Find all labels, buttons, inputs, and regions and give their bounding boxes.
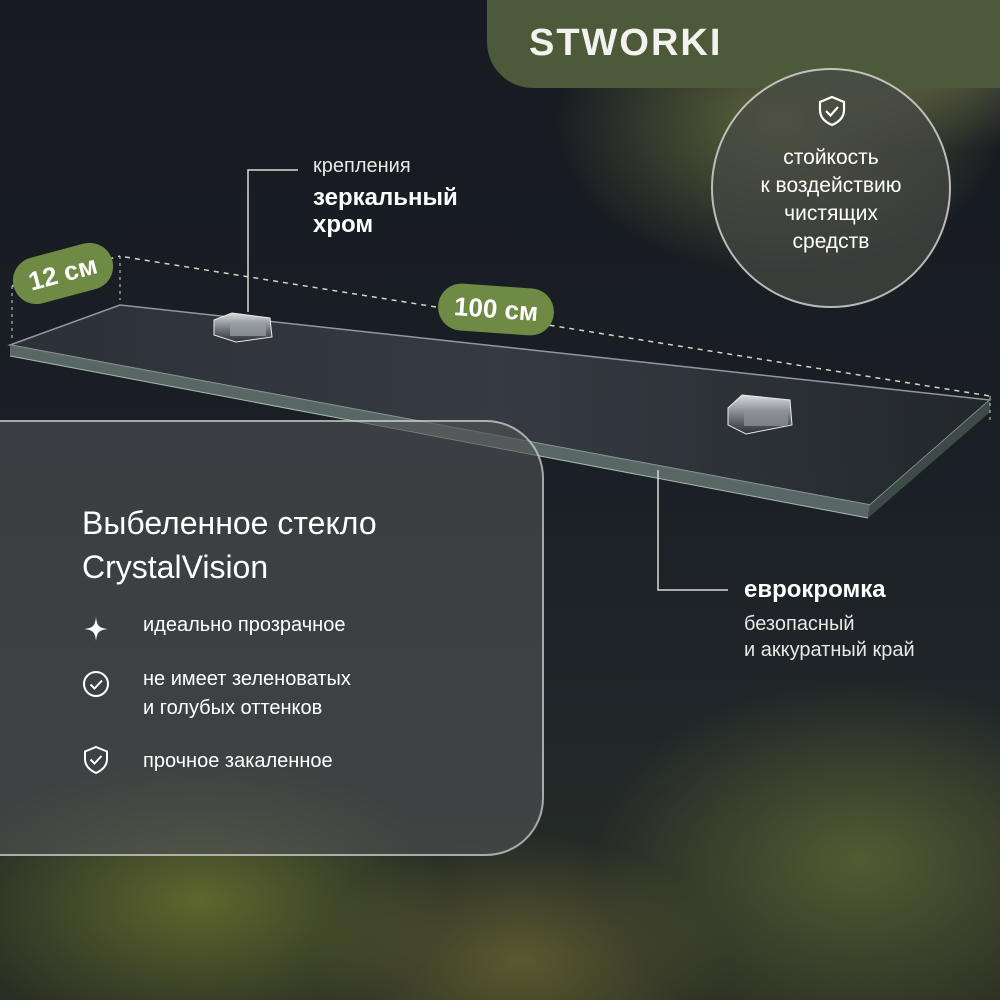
shield-check-icon: [818, 95, 846, 127]
feature-item-no-tint: не имеет зеленоватых и голубых оттенков: [143, 665, 351, 723]
chrome-mount-right: [727, 394, 793, 435]
length-dimension-line: [124, 256, 991, 397]
check-circle-icon: [83, 671, 109, 697]
resistance-line2: к воздействию: [760, 174, 902, 197]
glass-info-panel: Выбеленное стекло CrystalVision идеально…: [0, 420, 544, 856]
feature-item-transparent: идеально прозрачное: [143, 611, 345, 640]
glass-title-line2: CrystalVision: [82, 549, 269, 585]
resistance-text: стойкость к воздействию чистящих средств: [713, 144, 949, 256]
resistance-line1: стойкость: [783, 146, 879, 169]
edge-line2: и аккуратный край: [744, 639, 915, 661]
glass-title-line1: Выбеленное стекло: [82, 505, 377, 541]
mounts-caption: крепления: [313, 155, 411, 177]
feature-line: не имеет зеленоватых: [143, 668, 351, 690]
resistance-line3: чистящих: [784, 202, 878, 225]
length-badge: 100 см: [436, 282, 556, 337]
resistance-line4: средств: [792, 230, 870, 253]
feature-line: прочное закаленное: [143, 750, 333, 772]
mounts-title-line2: хром: [313, 211, 374, 238]
resistance-circle: стойкость к воздействию чистящих средств: [711, 68, 951, 308]
sparkle-icon: [84, 617, 108, 641]
feature-line: и голубых оттенков: [143, 697, 323, 719]
feature-item-tempered: прочное закаленное: [143, 747, 333, 776]
brand-logo: STWORKI: [529, 22, 723, 64]
mounts-title-line1: зеркальный: [313, 184, 458, 211]
edge-line1: безопасный: [744, 613, 855, 635]
glass-title: Выбеленное стекло CrystalVision: [82, 501, 377, 589]
shield-check-icon: [84, 745, 108, 775]
chrome-mount-left: [213, 312, 273, 343]
mounts-callout-line: [247, 169, 298, 312]
feature-line: идеально прозрачное: [143, 614, 346, 636]
edge-callout-line: [657, 470, 728, 591]
logo-plate: [487, 0, 1000, 88]
edge-title: еврокромка: [744, 576, 886, 603]
